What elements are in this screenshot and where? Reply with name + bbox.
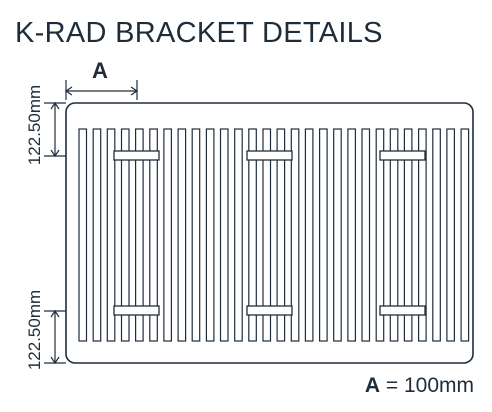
dim-a-arrow-right: [130, 86, 139, 96]
bracket: [113, 305, 160, 316]
bracket: [379, 150, 426, 161]
radiator-slat: [375, 128, 385, 342]
dim-bottom-arrow-down: [50, 356, 60, 365]
radiator-slat: [333, 128, 342, 342]
radiator-slat: [163, 128, 172, 342]
legend: A = 100mm: [365, 374, 474, 398]
radiator-slat: [432, 128, 441, 342]
dim-top-arrow-up: [50, 101, 60, 110]
radiator-slat: [276, 128, 286, 342]
bracket: [246, 305, 293, 316]
radiator-slat: [403, 128, 413, 342]
bracket: [113, 150, 160, 161]
radiator-slat: [446, 128, 455, 342]
radiator-slats: [78, 128, 470, 342]
radiator-slat: [106, 128, 116, 342]
radiator-slat: [78, 128, 88, 342]
radiator-slat: [205, 128, 215, 342]
radiator-slat: [347, 128, 356, 342]
radiator-slat: [460, 128, 470, 342]
radiator-slat: [262, 128, 272, 342]
bracket: [246, 150, 293, 161]
radiator-slat: [234, 128, 243, 342]
legend-text: = 100mm: [380, 374, 474, 397]
radiator-slat: [149, 128, 158, 342]
radiator-slat: [418, 128, 427, 342]
radiator-slat: [92, 128, 102, 342]
dimension-bottom-label: 122.50mm: [25, 289, 44, 371]
bracket-group: [113, 150, 426, 316]
dim-a-arrow-left: [64, 86, 73, 96]
radiator-slat: [389, 128, 399, 342]
radiator-slat: [191, 128, 201, 342]
radiator-slat: [248, 128, 257, 342]
radiator-slat: [219, 128, 229, 342]
dim-bottom-arrow-up: [50, 309, 60, 318]
legend-symbol: A: [364, 374, 381, 397]
radiator-outline: [65, 102, 474, 364]
radiator-slat: [120, 128, 130, 342]
dim-top-arrow-down: [50, 149, 60, 158]
radiator-slat: [304, 128, 314, 342]
radiator-slat: [361, 128, 371, 342]
radiator-slat: [319, 128, 328, 342]
dimension-top-label: 122.50mm: [25, 84, 44, 166]
diagram-title: K-RAD BRACKET DETAILS: [15, 17, 383, 49]
radiator-slat: [177, 128, 187, 342]
radiator-slat: [290, 128, 300, 342]
bracket: [379, 305, 426, 316]
dimension-a-label: A: [92, 58, 108, 83]
radiator-slat: [135, 128, 144, 342]
